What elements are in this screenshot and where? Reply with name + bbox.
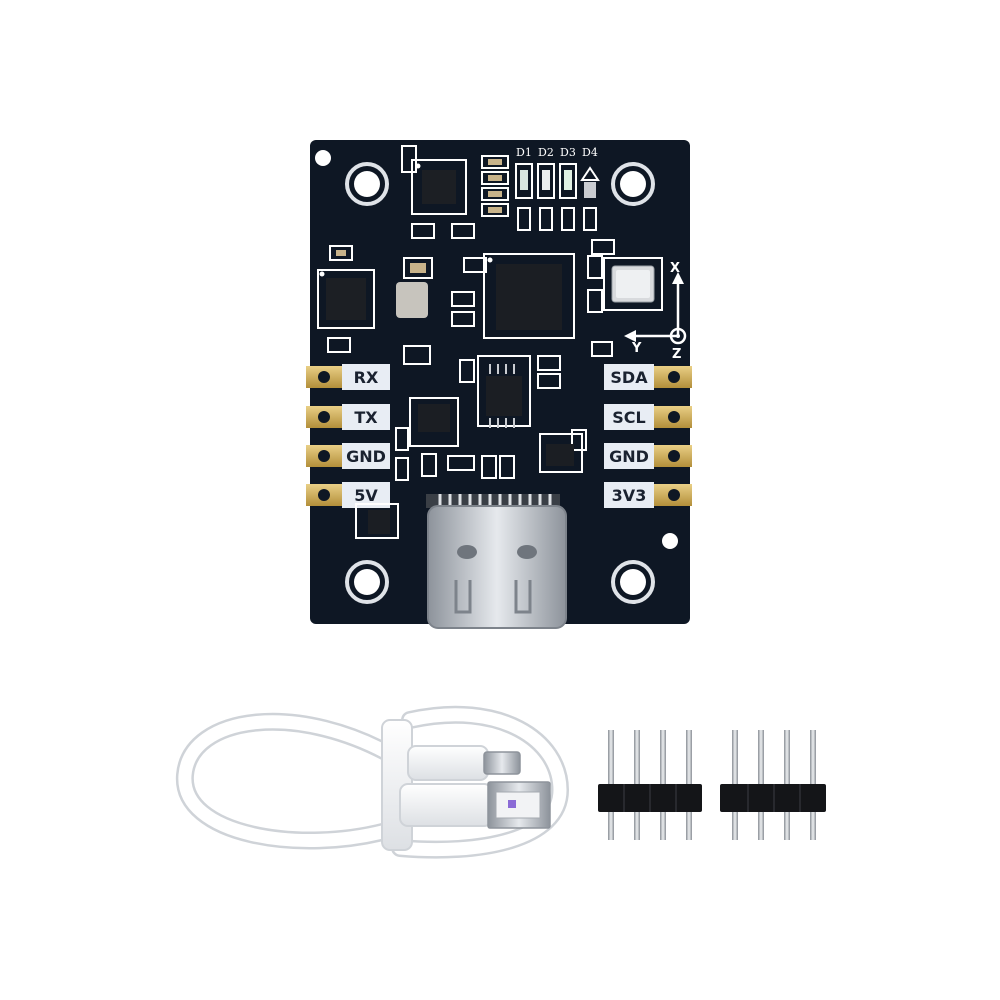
- mounting-holes: [315, 150, 678, 604]
- qfn-chip-left: [317, 269, 375, 353]
- sensor-board: D1 D2 D3 D4: [306, 140, 692, 629]
- right-pin-header: SDA SCL GND 3V3: [604, 364, 692, 508]
- left-pin-header: RX TX GND 5V: [306, 364, 390, 508]
- pin-label-gnd-left: GND: [346, 447, 386, 466]
- diode-5v: [355, 503, 399, 539]
- main-mcu-chip: [451, 253, 613, 357]
- axis-label-z: Z: [672, 347, 681, 362]
- led-array: D1 D2 D3 D4: [515, 146, 600, 231]
- led-label-d3: D3: [560, 146, 576, 159]
- pin-label-rx: RX: [354, 368, 379, 387]
- soic-chip-center: [477, 355, 531, 428]
- axis-indicator: X Y Z: [624, 261, 687, 362]
- usb-c-plug: [407, 745, 521, 781]
- pin-label-3v3: 3V3: [612, 486, 647, 505]
- pin-label-gnd-right: GND: [609, 447, 649, 466]
- transistor-chip: [546, 444, 574, 466]
- imu-module: [603, 257, 663, 311]
- usb-a-plug: [399, 781, 551, 829]
- axis-label-y: Y: [631, 341, 642, 356]
- led-label-d1: D1: [516, 146, 532, 159]
- sensor-module-small: [396, 257, 433, 318]
- voltage-regulator: [403, 345, 459, 447]
- led-label-d2: D2: [538, 146, 554, 159]
- passive-components-top: [329, 145, 615, 273]
- pin-label-sda: SDA: [610, 368, 648, 387]
- pin-header-2: [720, 730, 826, 840]
- usb-cable: [175, 705, 570, 859]
- pin-label-5v: 5V: [354, 486, 378, 505]
- pin-label-scl: SCL: [612, 408, 645, 427]
- usb-c-port: [426, 494, 567, 629]
- passive-components-middle: [395, 355, 587, 481]
- led-label-d4: D4: [582, 146, 598, 159]
- axis-label-x: X: [670, 261, 680, 276]
- smd-caps-top: [336, 159, 502, 256]
- pin-header-1: [598, 730, 702, 840]
- pin-label-tx: TX: [354, 408, 378, 427]
